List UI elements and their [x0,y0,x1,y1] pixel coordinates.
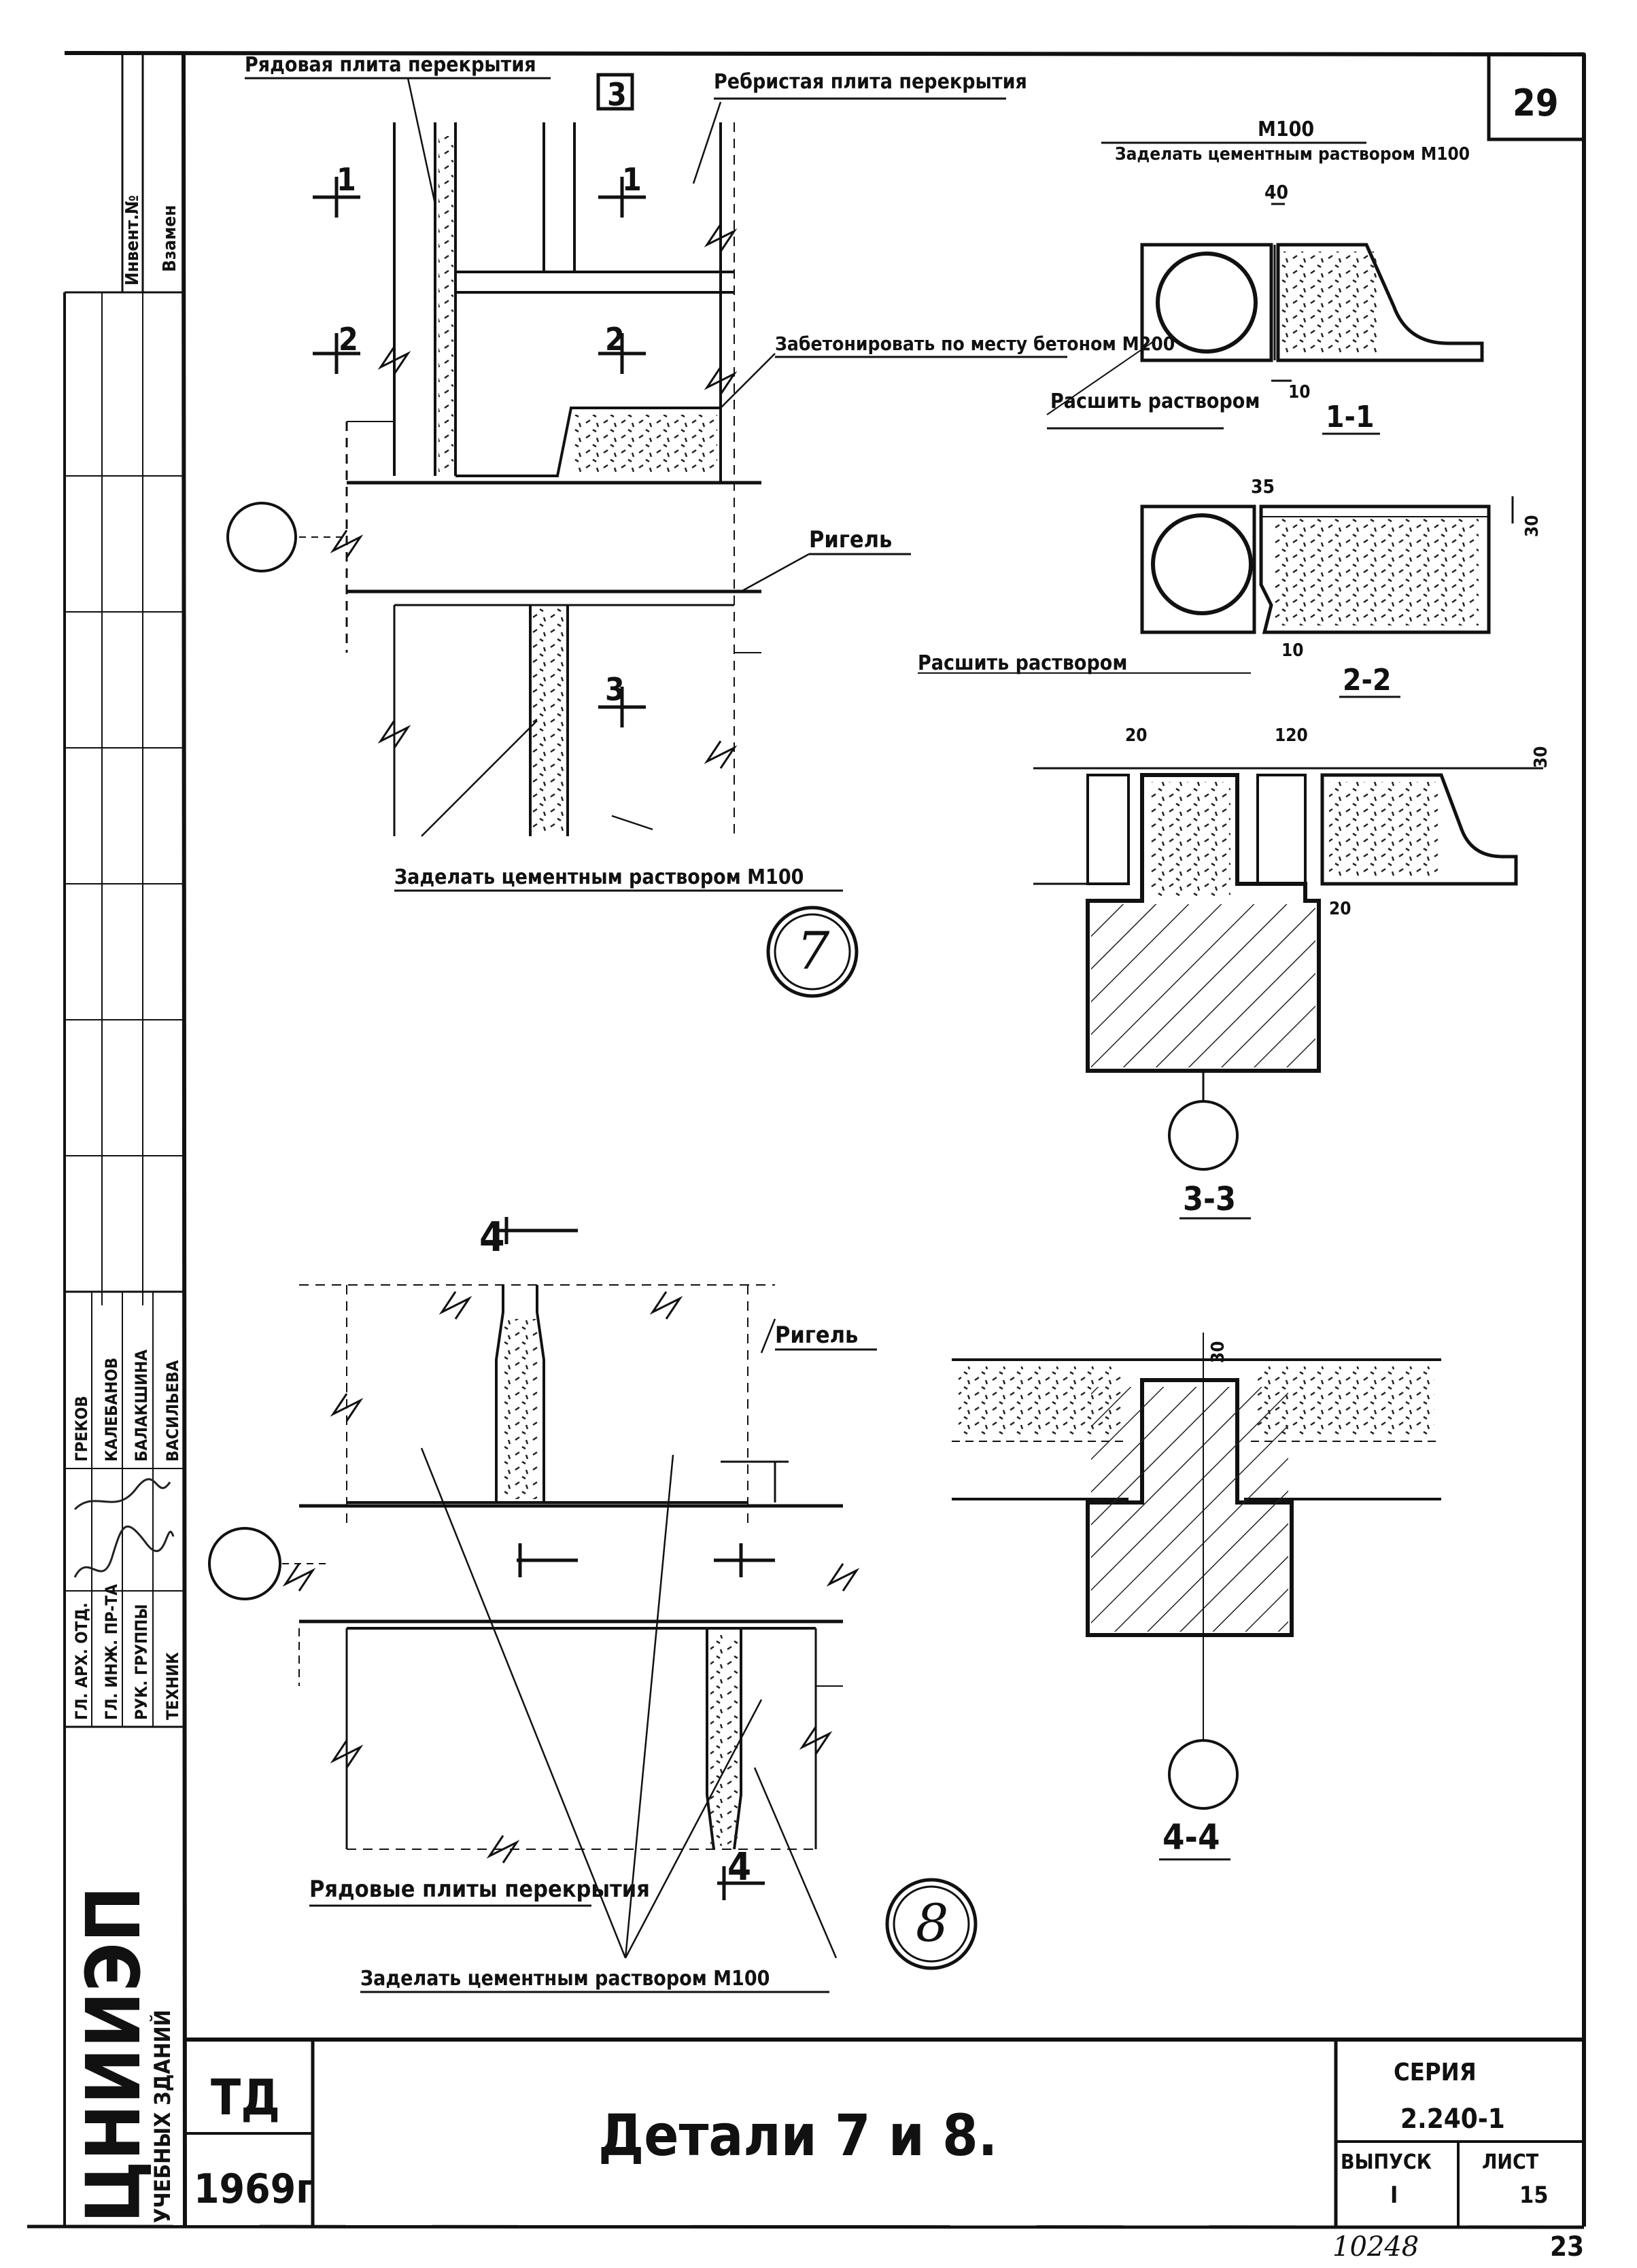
s11-dim-40: 40 [1264,181,1288,203]
section-3-3-name: 3-3 [1183,1180,1236,1218]
section-2-2 [918,496,1514,674]
detail-8-number: 8 [916,1893,948,1953]
s11-seal-note: Заделать цементным раствором М100 [1115,144,1470,165]
detail-7-labels: Рядовая плита перекрытия Ребристая плита… [245,53,1175,981]
d8-girder-label: Ригель [775,1322,858,1349]
d7-ribbed-slab-label: Ребристая плита перекрытия [714,70,1027,94]
section-2-2-name: 2-2 [1343,663,1392,698]
org-subtitle: УЧЕБНЫХ ЗДАНИЙ [150,2010,175,2223]
d7-cut-2: 2 [339,321,358,358]
section-3-3-labels: 20 120 20 30 3-3 [1125,725,1551,1220]
d7-cut-1: 1 [337,161,356,198]
stamp-block: Инвент.№ Взамен ГЛ. АРХ. ОТД. ГЛ. ИНЖ. П… [70,195,182,2223]
sheet-value: 15 [1519,2182,1549,2209]
sheet-label: ЛИСТ [1482,2150,1539,2174]
s11-m100: М100 [1258,118,1314,141]
year: 1969г [194,2165,315,2213]
section-4-4-name: 4-4 [1162,1817,1220,1858]
detail-8-plan [208,1217,978,1970]
corner-number: 23 [1550,2231,1584,2263]
section-1-1-labels: М100 Заделать цементным раствором М100 4… [1047,118,1470,435]
d8-cut-4-top: 4 [479,1214,505,1261]
d7-cut-3: 3 [605,671,625,708]
s33-dim-30: 30 [1531,746,1551,768]
archive-number: 10248 [1332,2231,1419,2263]
d7-cut-3-top: 3 [607,76,627,113]
section-4-4 [952,1333,1441,1810]
stamp-name-3: БАЛАКШИНА [132,1350,151,1462]
stamp-inv-label: Инвент.№ [122,195,143,286]
issue-label: ВЫПУСК [1341,2150,1432,2174]
stamp-name-2: КАЛЕБАНОВ [102,1358,121,1462]
d7-girder-label: Ригель [809,526,892,553]
signature-scribble [73,1478,175,1578]
detail-8-labels: 4 4 Ригель Рядовые плиты перекрытия Заде… [309,1214,948,1993]
issue-value: I [1390,2182,1398,2209]
page-number: 29 [1513,82,1559,124]
section-3-3 [1033,767,1543,1171]
s22-dim-35: 35 [1251,475,1275,498]
d8-seal-label: Заделать цементным раствором М100 [360,1967,770,1991]
section-1-1 [1046,203,1484,415]
s33-dim-20b: 20 [1329,899,1351,919]
series-label: СЕРИЯ [1394,2059,1477,2086]
s11-dim-10: 10 [1288,382,1311,402]
section-4-4-labels: 30 4-4 [1159,1341,1230,1861]
stamp-name-4: ВАСИЛЬЕВА [163,1360,182,1462]
s11-joint-note: Расшить раствором [1050,390,1260,413]
section-1-1-name: 1-1 [1326,400,1375,434]
detail-7-plan [226,73,859,998]
d7-cut-2b: 2 [605,321,625,358]
detail-7-number: 7 [797,921,830,981]
d8-row-slabs-label: Рядовые плиты перекрытия [309,1876,650,1903]
s44-dim-30: 30 [1208,1341,1228,1363]
td-mark: ТД [211,2069,280,2126]
stamp-role-1: ГЛ. АРХ. ОТД. [72,1602,91,1720]
stamp-role-3: РУК. ГРУППЫ [132,1604,151,1720]
sheet-frame [27,51,1586,2229]
s22-joint-note: Расшить раствором [918,651,1127,675]
stamp-name-1: ГРЕКОВ [72,1396,91,1462]
drawing-title: Детали 7 и 8. [598,2102,997,2169]
d7-cut-1b: 1 [622,161,642,198]
s22-dim-30: 30 [1522,515,1543,537]
title-block: 29 ТД 1969г Детали 7 и 8. СЕРИЯ 2.240-1 … [194,82,1584,2263]
d7-concrete-label: Забетонировать по месту бетоном М200 [775,332,1175,355]
series-value: 2.240-1 [1400,2103,1505,2135]
stamp-replace-label: Взамен [160,205,180,272]
d7-seal-label: Заделать цементным раствором М100 [394,865,804,889]
section-2-2-labels: 35 30 10 Расшить раствором 2-2 [918,475,1543,698]
stamp-role-4: ТЕХНИК [163,1652,182,1720]
d7-row-slab-label: Рядовая плита перекрытия [245,53,536,77]
d8-cut-4-bottom: 4 [727,1845,751,1889]
s33-dim-20a: 20 [1125,725,1148,746]
s22-dim-10: 10 [1281,640,1304,661]
org-name: ЦНИИЭП [70,1886,157,2223]
s33-dim-120: 120 [1275,725,1308,746]
stamp-role-2: ГЛ. ИНЖ. ПР-ТА [102,1584,121,1720]
